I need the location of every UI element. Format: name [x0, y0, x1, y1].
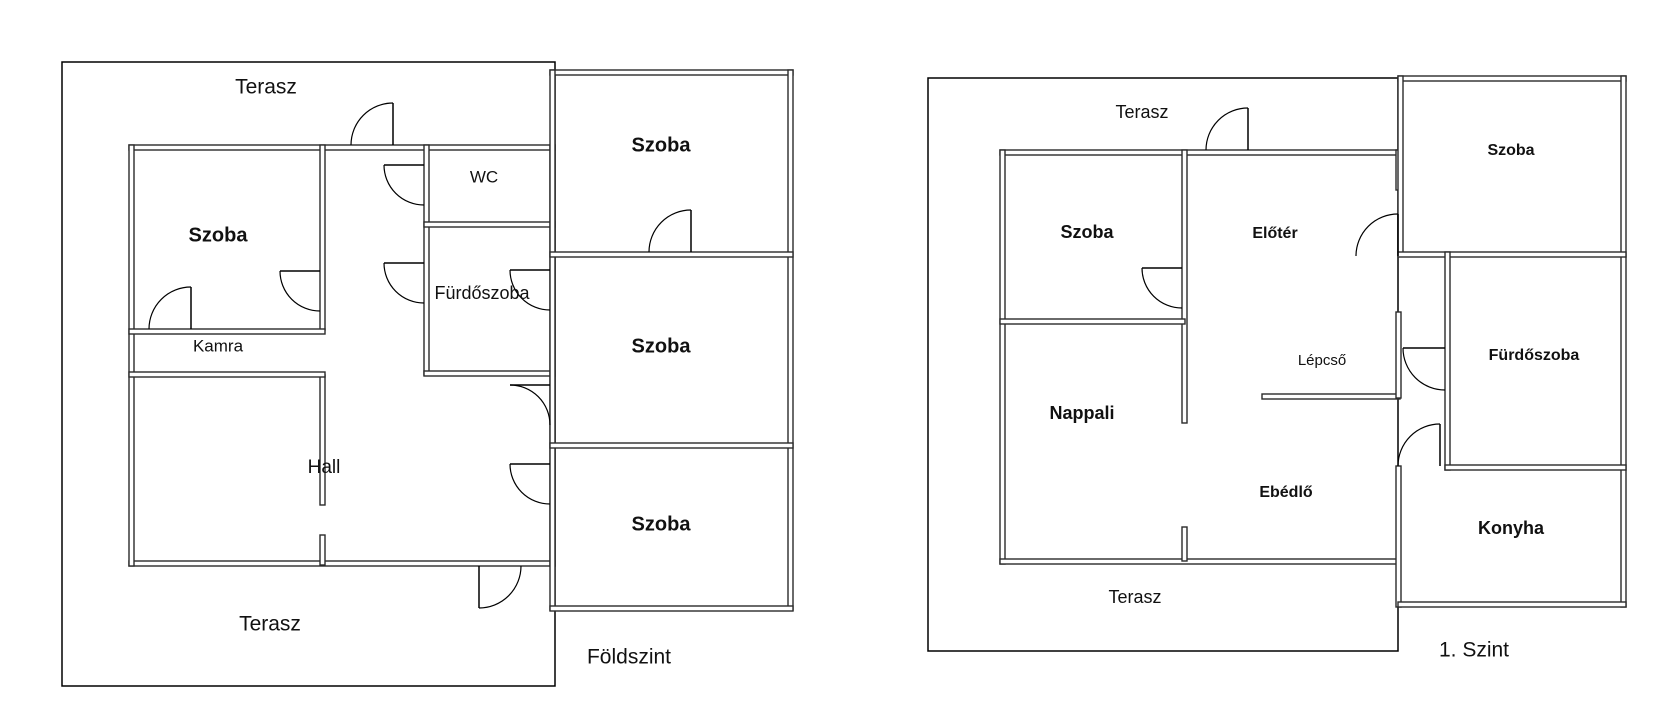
- door-icon: [383, 262, 425, 304]
- room-label-terasz-top: Terasz: [235, 76, 297, 99]
- wall: [128, 144, 556, 151]
- ground-floor-plan: Terasz Terasz Szoba Kamra Hall WC Fürdős…: [61, 61, 794, 687]
- wall: [1397, 601, 1627, 608]
- door-icon: [1141, 267, 1183, 309]
- door-icon: [1397, 423, 1441, 467]
- wall: [999, 318, 1186, 325]
- room-label-wc: WC: [470, 167, 498, 186]
- wall: [1395, 465, 1402, 608]
- wall: [999, 149, 1006, 565]
- door-icon: [1205, 107, 1249, 151]
- wall: [128, 371, 326, 378]
- room-label-terasz-bottom: Terasz: [1108, 587, 1161, 607]
- door-icon: [1402, 347, 1446, 391]
- floor-label-ground: Földszint: [587, 646, 671, 669]
- wall: [319, 534, 326, 566]
- room-label-eloter: Előtér: [1252, 225, 1297, 242]
- door-icon: [1355, 213, 1399, 257]
- ground-walls: [128, 69, 794, 612]
- wall: [319, 144, 326, 331]
- room-label-nappali: Nappali: [1049, 403, 1114, 423]
- room-label-terasz-bottom: Terasz: [239, 613, 301, 636]
- wall: [549, 69, 794, 76]
- wall: [1444, 464, 1627, 471]
- door-icon: [279, 270, 321, 312]
- wall: [1181, 526, 1188, 562]
- room-label-szoba-right-3: Szoba: [632, 513, 692, 535]
- room-label-szoba-right-2: Szoba: [632, 335, 692, 357]
- wall: [549, 69, 556, 611]
- room-label-konyha: Konyha: [1478, 518, 1545, 538]
- wall: [128, 144, 135, 567]
- wall: [1620, 75, 1627, 608]
- wall: [549, 251, 794, 258]
- wall: [1181, 149, 1188, 424]
- wall: [128, 560, 556, 567]
- wall: [1397, 75, 1627, 82]
- door-icon: [509, 463, 551, 505]
- door-icon: [148, 286, 192, 330]
- room-label-szoba-left: Szoba: [189, 224, 249, 246]
- room-label-ebedlo: Ebédlő: [1259, 484, 1313, 501]
- first-floor-walls: [999, 75, 1627, 608]
- wall: [549, 442, 794, 449]
- door-icon: [350, 102, 394, 146]
- wall: [999, 558, 1401, 565]
- wall: [1397, 251, 1627, 258]
- room-label-szoba-left: Szoba: [1060, 222, 1114, 242]
- ground-doors: [148, 102, 692, 609]
- floor-label-first: 1. Szint: [1439, 639, 1509, 662]
- first-floor-doors: [1141, 107, 1446, 467]
- room-label-hall: Hall: [308, 457, 341, 478]
- wall: [128, 328, 326, 335]
- wall: [319, 374, 326, 506]
- wall: [423, 221, 556, 228]
- room-label-furdoszoba: Fürdőszoba: [1489, 347, 1580, 364]
- door-icon: [648, 209, 692, 253]
- room-label-furdoszoba: Fürdőszoba: [434, 283, 530, 303]
- room-label-szoba-right: Szoba: [1487, 142, 1534, 159]
- wall: [549, 605, 794, 612]
- door-icon: [478, 565, 522, 609]
- door-icon: [509, 269, 551, 311]
- room-label-terasz-top: Terasz: [1115, 102, 1168, 122]
- door-icon: [383, 164, 425, 206]
- first-floor-plan: Terasz Terasz Szoba Előtér Szoba Lépcső …: [927, 75, 1627, 662]
- wall: [787, 69, 794, 611]
- wall: [1395, 311, 1402, 399]
- wall: [423, 370, 556, 377]
- wall: [999, 149, 1401, 156]
- door-icon: [509, 384, 551, 426]
- wall: [1444, 251, 1451, 471]
- room-label-kamra: Kamra: [193, 336, 244, 355]
- room-label-szoba-right-1: Szoba: [632, 134, 692, 156]
- wall: [1261, 393, 1401, 400]
- room-label-lepcso: Lépcső: [1298, 352, 1346, 369]
- wall: [423, 144, 430, 376]
